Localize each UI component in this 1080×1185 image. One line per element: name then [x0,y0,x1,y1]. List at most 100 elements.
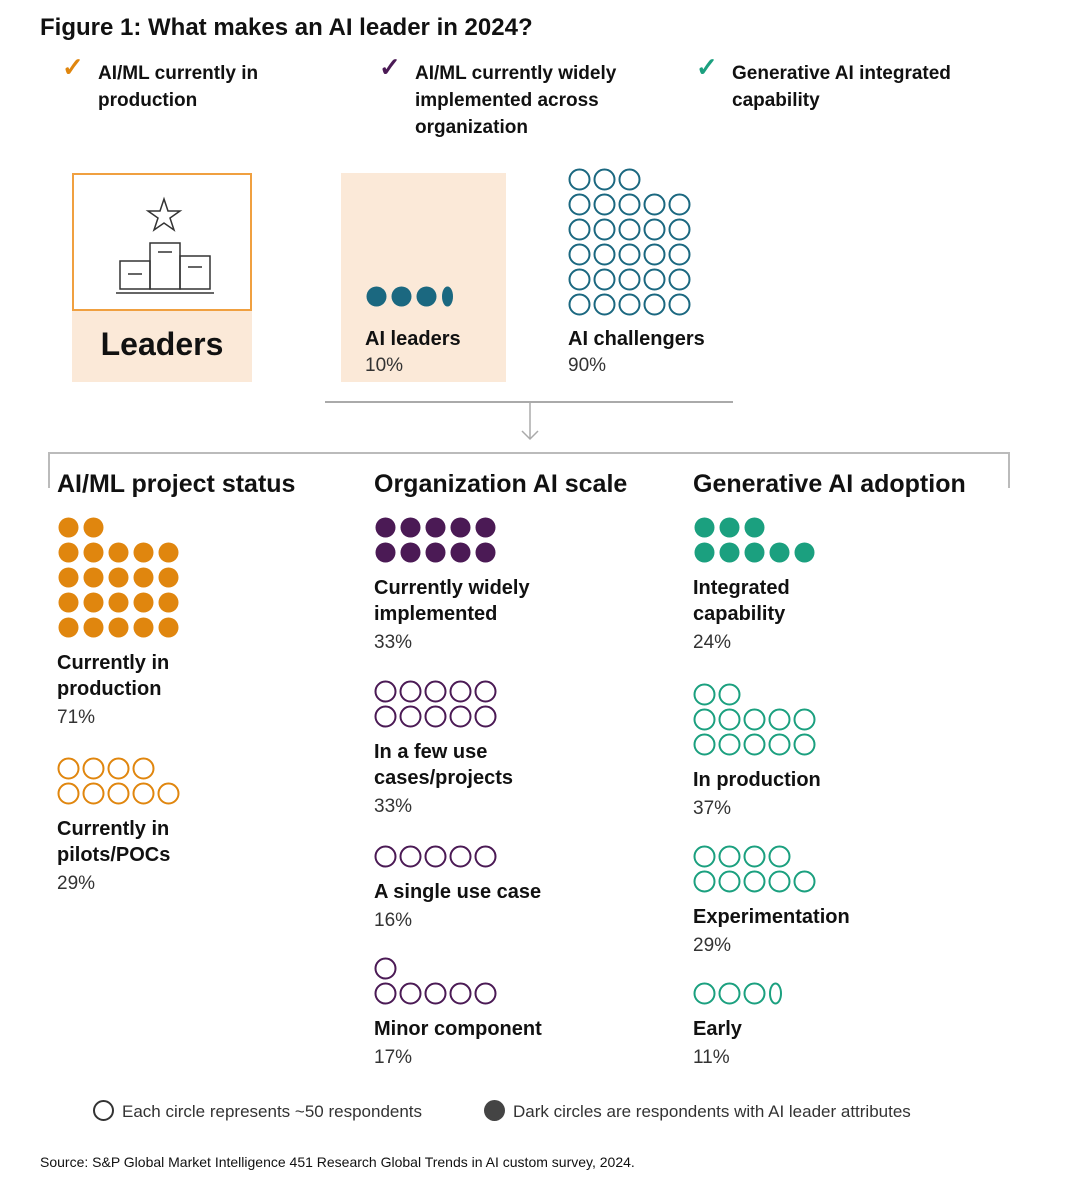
category-label: Minor component [374,1018,542,1040]
circle-mark [643,193,666,216]
circle-mark [158,617,179,638]
circle-mark [568,243,591,266]
circle-mark [793,870,816,893]
circle-mark [693,708,716,731]
column-heading: Organization AI scale [374,470,628,498]
circle-mark [83,567,104,588]
legend-production: ✓ AI/ML currently in production [62,54,318,114]
figure-title: Figure 1: What makes an AI leader in 202… [40,14,533,41]
circle-mark [107,757,130,780]
circle-group [57,757,180,805]
category-label: A single use case [374,881,542,903]
circle-mark [568,293,591,316]
circle-mark [474,845,497,868]
circle-mark [744,517,765,538]
podium-icon [116,196,214,294]
podium-icon-box [72,173,252,311]
category-pct: 16% [374,910,413,931]
circle-mark [424,705,447,728]
circle-mark [694,517,715,538]
circle-group [693,683,816,756]
circle-mark [718,870,741,893]
circle-mark [366,286,387,307]
category-label: In a few use cases/projects [374,741,513,789]
circle-mark [568,193,591,216]
column-heading: Generative AI adoption [693,470,966,498]
circle-mark [374,982,397,1005]
circle-mark [424,680,447,703]
circle-mark [399,982,422,1005]
circle-mark [132,757,155,780]
footer-open-note: Each circle represents ~50 respondents [93,1100,422,1122]
circle-mark [450,517,471,538]
circle-mark [58,617,79,638]
category-pct: 29% [693,935,732,956]
footer-dark-note: Dark circles are respondents with AI lea… [484,1100,911,1122]
circle-mark [718,845,741,868]
ai-challengers-pct: 90% [568,355,607,376]
half-circle-mark [442,286,453,307]
circle-mark [693,870,716,893]
circle-mark [768,708,791,731]
circle-mark [82,782,105,805]
circle-mark [474,982,497,1005]
circle-mark [133,542,154,563]
circle-mark [743,870,766,893]
circle-mark [744,542,765,563]
circle-mark [718,683,741,706]
circle-mark [475,542,496,563]
circle-mark [618,243,641,266]
circle-mark [618,193,641,216]
circle-mark [593,168,616,191]
footer-open-text: Each circle represents ~50 respondents [122,1102,423,1121]
circle-mark [593,193,616,216]
circle-mark [743,733,766,756]
circle-mark [133,567,154,588]
category-label: Experimentation [693,906,850,928]
circle-mark [58,517,79,538]
circle-mark [83,592,104,613]
category-pct: 29% [57,873,96,894]
circle-mark [158,542,179,563]
circle-group [693,845,816,893]
circle-mark [158,567,179,588]
circle-mark [450,542,471,563]
circle-mark [449,680,472,703]
leaders-label: Leaders [100,326,224,362]
circle-mark [719,542,740,563]
circle-group [374,957,497,1005]
circle-mark [449,845,472,868]
category-pct: 17% [374,1047,413,1068]
circle-mark [643,218,666,241]
circle-mark [593,218,616,241]
circle-mark [794,542,815,563]
circle-mark [643,243,666,266]
circle-mark [593,243,616,266]
category-pct: 11% [693,1047,730,1068]
circle-mark [58,567,79,588]
circle-mark [593,268,616,291]
circle-mark [568,268,591,291]
circle-mark [416,286,437,307]
circle-group [693,982,782,1005]
category-pct: 33% [374,796,413,817]
circle-mark [133,592,154,613]
circle-mark [58,542,79,563]
check-icon: ✓ [62,52,84,82]
category-pct: 33% [374,632,413,653]
circle-mark [399,705,422,728]
circle-mark [618,293,641,316]
category-pct: 71% [57,707,96,728]
circle-mark [375,517,396,538]
column-heading: AI/ML project status [57,470,296,498]
circle-group [694,517,815,563]
circle-mark [108,542,129,563]
circle-mark [400,517,421,538]
circle-group [374,680,497,728]
circle-mark [374,680,397,703]
legend-label: Generative AI integrated capability [732,63,951,111]
half-circle-mark [769,982,782,1005]
